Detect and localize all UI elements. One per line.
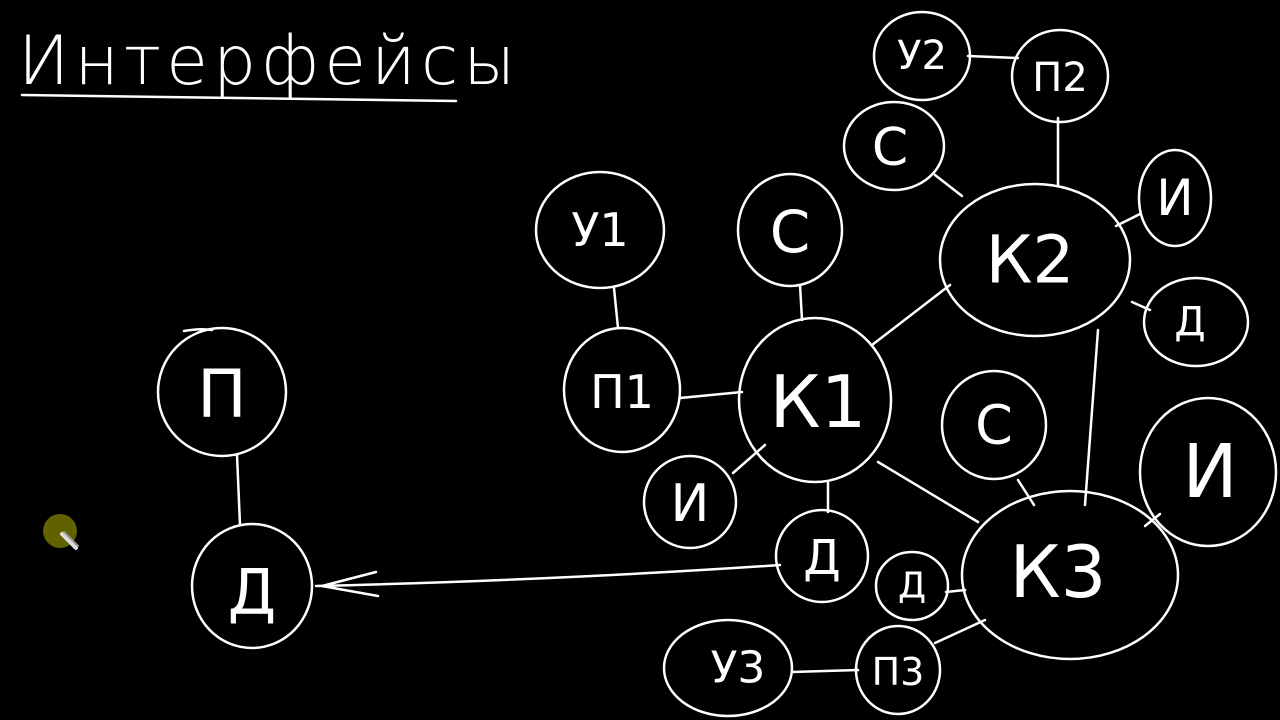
edge-u1-p1 (612, 286, 620, 330)
node-p1: П1 (562, 326, 682, 454)
arrow-head (320, 570, 380, 598)
node-s1-label: С (770, 198, 811, 266)
node-p: П (156, 326, 288, 458)
node-d-label: Д (228, 556, 276, 629)
node-k2-label: К2 (986, 222, 1075, 299)
node-k1: К1 (737, 316, 893, 484)
edge-s3-k3 (1016, 478, 1036, 507)
node-k2: К2 (938, 182, 1132, 338)
edge-s1-k1 (798, 283, 804, 322)
node-d1: Д (774, 508, 870, 604)
edge-i1-k1 (731, 443, 767, 475)
node-u2-label: У2 (897, 33, 947, 79)
node-u3-label: У3 (711, 643, 766, 694)
edge-p-d (235, 453, 242, 527)
edge-p3-k3 (933, 618, 987, 645)
node-i2-label: И (1156, 169, 1193, 227)
node-d2: Д (1142, 276, 1250, 368)
node-i3: И (1138, 396, 1278, 548)
node-k3: К3 (960, 489, 1180, 661)
edge-s2-k2 (933, 173, 964, 198)
node-d: Д (190, 522, 314, 650)
node-s2: С (842, 100, 946, 192)
node-i3-label: И (1182, 429, 1237, 515)
node-i1-label: И (671, 474, 710, 534)
title-underline (20, 93, 458, 103)
node-p2: П2 (1010, 28, 1110, 124)
page-title: Интерфейсы (18, 22, 520, 101)
node-i2: И (1137, 148, 1213, 248)
node-d3: Д (874, 550, 950, 622)
edge-k1-k2 (870, 283, 952, 347)
node-p3: П3 (854, 624, 942, 716)
edge-p1-k1 (678, 390, 744, 400)
edge-k1-k3 (876, 460, 980, 524)
node-p3-label: П3 (872, 650, 925, 694)
node-d1-label: Д (803, 530, 841, 586)
node-k3-label: К3 (1010, 530, 1107, 614)
node-d2-label: Д (1174, 299, 1205, 345)
node-i1: И (642, 454, 738, 550)
node-p-label: П (197, 356, 247, 433)
node-s1: С (736, 172, 844, 288)
pen-cursor-icon (43, 514, 79, 550)
node-s2-label: С (872, 118, 908, 178)
node-p1-label: П1 (590, 365, 654, 419)
node-s3-label: С (975, 394, 1013, 457)
node-p2-label: П2 (1032, 55, 1088, 101)
node-k1-label: К1 (770, 360, 867, 444)
edge-d3-k3 (944, 588, 967, 594)
edge-u2-p2 (966, 54, 1020, 60)
node-u2: У2 (872, 10, 972, 102)
node-d3-label: Д (898, 566, 926, 607)
node-s3: С (940, 369, 1048, 481)
node-u3: У3 (662, 618, 794, 718)
node-u1: У1 (534, 170, 666, 290)
edge-u3-p3 (790, 668, 860, 674)
edge-k2-k3 (1083, 328, 1100, 507)
node-u1-label: У1 (571, 203, 628, 257)
arrow-d1-to-d (314, 563, 782, 588)
